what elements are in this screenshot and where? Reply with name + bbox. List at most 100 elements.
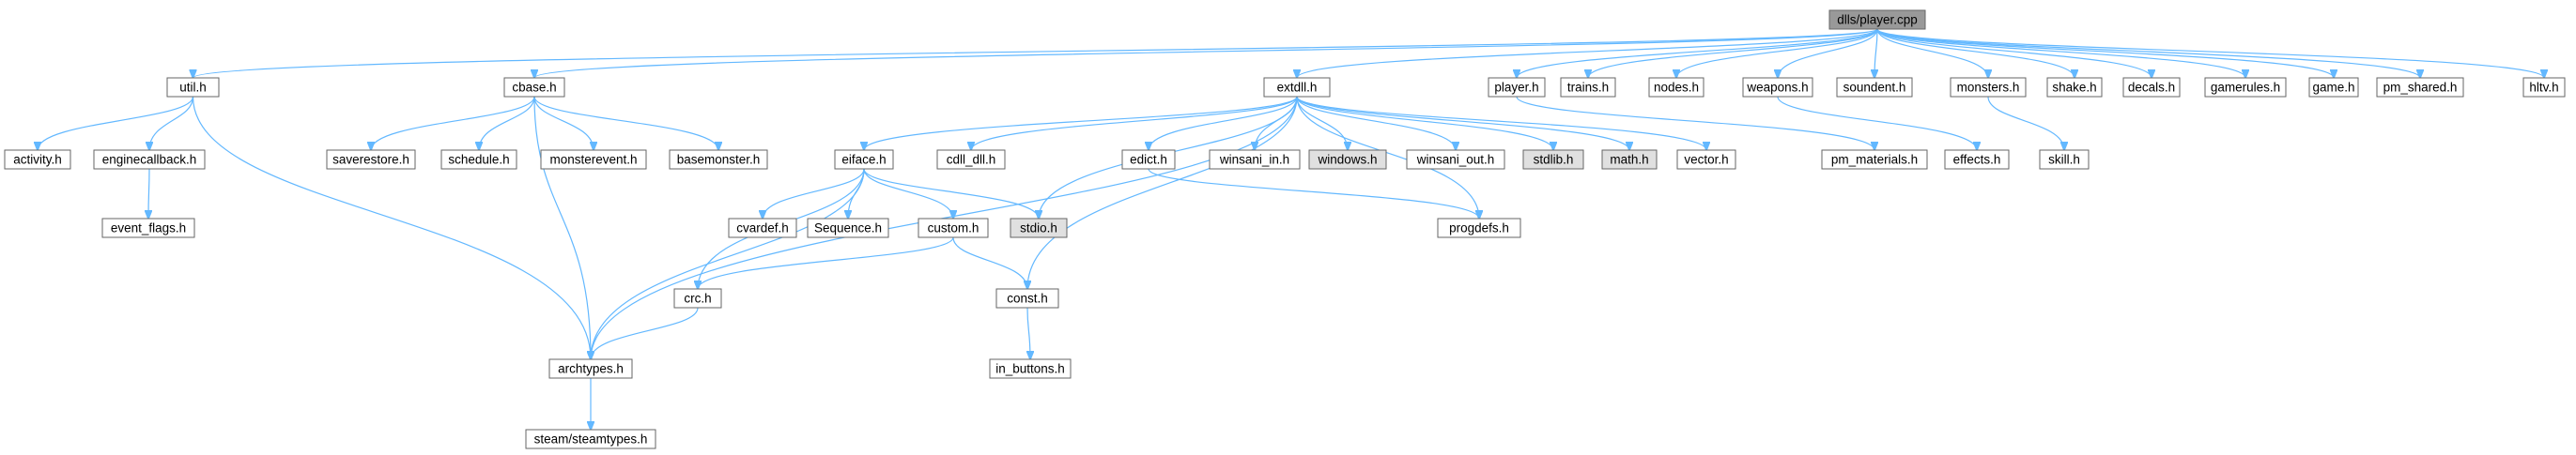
node-extdll-label: extdll.h — [1277, 81, 1318, 95]
node-sequence[interactable]: Sequence.h — [807, 218, 889, 238]
node-nodes-box — [1648, 77, 1704, 98]
node-stdlib-box — [1522, 149, 1584, 170]
node-monsters[interactable]: monsters.h — [1950, 77, 2027, 98]
node-effects[interactable]: effects.h — [1944, 149, 2010, 170]
node-winsani_in[interactable]: winsani_in.h — [1209, 149, 1301, 170]
edge-root-to-soundent — [1874, 28, 1877, 78]
node-shake[interactable]: shake.h — [2046, 77, 2103, 98]
node-basemonster-label: basemonster.h — [677, 153, 761, 167]
node-sequence-box — [807, 218, 889, 238]
edge-const-to-in_buttons — [1027, 307, 1030, 359]
node-extdll[interactable]: extdll.h — [1263, 77, 1331, 98]
node-soundent[interactable]: soundent.h — [1836, 77, 1913, 98]
node-activity-label: activity.h — [13, 153, 62, 167]
node-stdio-box — [1010, 218, 1068, 238]
node-progdefs[interactable]: progdefs.h — [1437, 218, 1521, 238]
node-activity[interactable]: activity.h — [4, 149, 71, 170]
node-weapons[interactable]: weapons.h — [1742, 77, 1813, 98]
node-archtypes[interactable]: archtypes.h — [548, 358, 633, 379]
edge-monsters-to-skill — [1987, 96, 2064, 150]
node-winsani_out[interactable]: winsani_out.h — [1406, 149, 1505, 170]
node-skill[interactable]: skill.h — [2039, 149, 2090, 170]
node-monsterevent[interactable]: monsterevent.h — [540, 149, 647, 170]
node-stdio[interactable]: stdio.h — [1010, 218, 1068, 238]
node-util[interactable]: util.h — [166, 77, 220, 98]
node-gamerules-box — [2204, 77, 2287, 98]
node-hltv-label: hltv.h — [2529, 81, 2558, 95]
node-crc-box — [673, 288, 722, 309]
node-vector[interactable]: vector.h — [1676, 149, 1736, 170]
node-math-label: math.h — [1610, 153, 1648, 167]
node-shake-box — [2046, 77, 2103, 98]
node-edict[interactable]: edict.h — [1121, 149, 1176, 170]
node-util-label: util.h — [179, 81, 207, 95]
node-crc[interactable]: crc.h — [673, 288, 722, 309]
node-trains-label: trains.h — [1567, 81, 1609, 95]
node-in_buttons[interactable]: in_buttons.h — [989, 358, 1072, 379]
node-nodes[interactable]: nodes.h — [1648, 77, 1704, 98]
node-trains[interactable]: trains.h — [1560, 77, 1616, 98]
node-nodes-label: nodes.h — [1654, 81, 1699, 95]
node-pm_materials[interactable]: pm_materials.h — [1821, 149, 1928, 170]
node-custom-box — [918, 218, 989, 238]
node-in_buttons-label: in_buttons.h — [995, 362, 1065, 376]
node-game[interactable]: game.h — [2308, 77, 2359, 98]
node-effects-box — [1944, 149, 2010, 170]
node-steamtypes[interactable]: steam/steamtypes.h — [525, 429, 656, 449]
edge-eiface-to-stdio — [863, 168, 1039, 219]
node-const-box — [995, 288, 1059, 309]
node-player[interactable]: player.h — [1488, 77, 1546, 98]
edge-root-to-game — [1876, 28, 2334, 78]
edge-util-to-archtypes — [192, 96, 592, 359]
node-event_flags-box — [101, 218, 195, 238]
node-cbase-box — [503, 77, 565, 98]
node-pm_shared-label: pm_shared.h — [2383, 81, 2458, 95]
edge-eiface-to-custom — [863, 168, 953, 219]
edge-root-to-decals — [1876, 28, 2152, 78]
edge-extdll-to-math — [1296, 96, 1629, 150]
node-cvardef-label: cvardef.h — [736, 221, 789, 235]
node-event_flags[interactable]: event_flags.h — [101, 218, 195, 238]
edge-cbase-to-schedule — [479, 96, 535, 150]
edge-extdll-to-cdll_dll — [971, 96, 1298, 150]
node-cdll_dll[interactable]: cdll_dll.h — [936, 149, 1006, 170]
node-decals[interactable]: decals.h — [2122, 77, 2181, 98]
node-eiface[interactable]: eiface.h — [834, 149, 894, 170]
node-enginecallback[interactable]: enginecallback.h — [93, 149, 206, 170]
node-pm_shared[interactable]: pm_shared.h — [2376, 77, 2464, 98]
node-steamtypes-label: steam/steamtypes.h — [534, 432, 648, 447]
node-monsters-label: monsters.h — [1957, 81, 2020, 95]
edge-edict-to-progdefs — [1148, 168, 1479, 219]
edge-extdll-to-edict — [1149, 96, 1298, 150]
node-stdlib[interactable]: stdlib.h — [1522, 149, 1584, 170]
node-const[interactable]: const.h — [995, 288, 1059, 309]
node-saverestore[interactable]: saverestore.h — [326, 149, 416, 170]
edge-extdll-to-stdlib — [1296, 96, 1553, 150]
node-basemonster[interactable]: basemonster.h — [669, 149, 768, 170]
node-monsters-box — [1950, 77, 2027, 98]
node-eiface-box — [834, 149, 894, 170]
edge-cbase-to-monsterevent — [533, 96, 594, 150]
node-cvardef[interactable]: cvardef.h — [728, 218, 797, 238]
node-steamtypes-box — [525, 429, 656, 449]
node-saverestore-label: saverestore.h — [332, 153, 409, 167]
node-windows[interactable]: windows.h — [1308, 149, 1387, 170]
node-custom[interactable]: custom.h — [918, 218, 989, 238]
node-schedule[interactable]: schedule.h — [440, 149, 517, 170]
edge-cbase-to-saverestore — [371, 96, 535, 150]
node-gamerules[interactable]: gamerules.h — [2204, 77, 2287, 98]
node-math-box — [1601, 149, 1658, 170]
node-cbase[interactable]: cbase.h — [503, 77, 565, 98]
node-gamerules-label: gamerules.h — [2211, 81, 2280, 95]
node-winsani_in-box — [1209, 149, 1301, 170]
edges-layer — [38, 28, 2544, 430]
edge-weapons-to-effects — [1777, 96, 1977, 150]
edge-crc-to-archtypes — [591, 307, 699, 359]
edge-root-to-player — [1517, 28, 1878, 78]
node-root: dlls/player.cpp — [1828, 9, 1926, 30]
node-hltv[interactable]: hltv.h — [2522, 77, 2566, 98]
node-activity-box — [4, 149, 71, 170]
node-saverestore-box — [326, 149, 416, 170]
node-math[interactable]: math.h — [1601, 149, 1658, 170]
